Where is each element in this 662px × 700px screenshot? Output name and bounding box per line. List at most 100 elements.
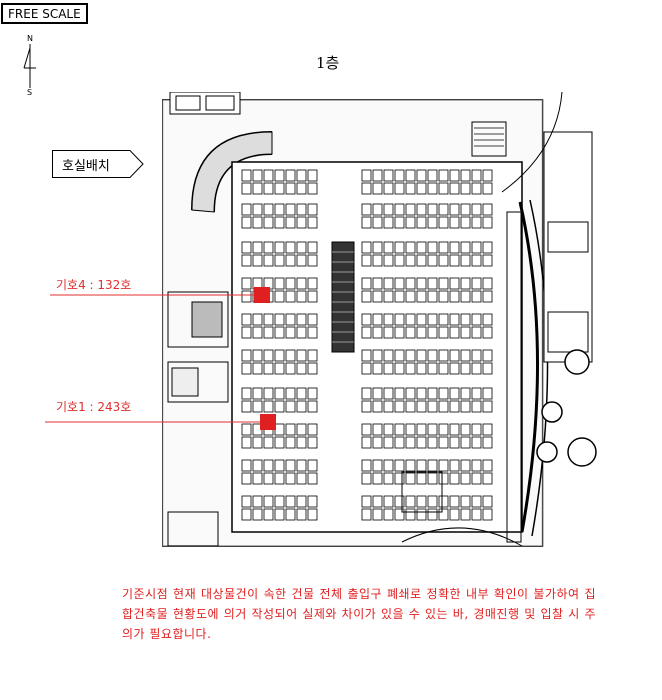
stall-cell (241, 216, 252, 229)
stall-cell (252, 254, 263, 267)
stall-cell (438, 203, 449, 216)
stall-cell (307, 203, 318, 216)
notice-text: 기준시점 현재 대상물건이 속한 건물 전체 출입구 폐쇄로 정확한 내부 확인… (122, 587, 596, 641)
stall-cell (471, 216, 482, 229)
stall-cell (416, 459, 427, 472)
stall-cell (438, 387, 449, 400)
stall-cell (241, 290, 252, 303)
stall-cell (252, 400, 263, 413)
stall-cell (296, 241, 307, 254)
stall-cell (361, 290, 372, 303)
stall-cell (438, 349, 449, 362)
stall-cell (471, 313, 482, 326)
stall-cell (372, 508, 383, 521)
stall-cell (241, 508, 252, 521)
stall-cell (449, 423, 460, 436)
stall-cell (263, 436, 274, 449)
stall-cell (482, 387, 493, 400)
stall-cell (361, 203, 372, 216)
stall-cell (416, 241, 427, 254)
stall-cell (438, 495, 449, 508)
stall-cell (383, 313, 394, 326)
stall-cell (263, 326, 274, 339)
stall-cell (252, 387, 263, 400)
stall-cell (438, 290, 449, 303)
stall-cell (460, 203, 471, 216)
stall-cell (307, 400, 318, 413)
stall-cell (427, 423, 438, 436)
stall-cell (274, 254, 285, 267)
stall-cell (274, 290, 285, 303)
stall-cell (241, 277, 252, 290)
stall-cell (285, 436, 296, 449)
stall-cell (482, 313, 493, 326)
stall-cell (449, 313, 460, 326)
stall-cell (307, 216, 318, 229)
stall-cell (460, 387, 471, 400)
stall-cell (482, 362, 493, 375)
stall-cell (252, 326, 263, 339)
stall-cell (296, 400, 307, 413)
stall-cell (263, 254, 274, 267)
stall-cell (427, 387, 438, 400)
stall-cell (383, 436, 394, 449)
stall-cell (307, 472, 318, 485)
compass-south-label: S (27, 88, 33, 97)
stall-cell (383, 182, 394, 195)
stall-cell (438, 169, 449, 182)
stall-cell (383, 387, 394, 400)
stall-cell (449, 169, 460, 182)
stall-cell (427, 277, 438, 290)
stall-cell (241, 182, 252, 195)
stall-cell (361, 216, 372, 229)
stall-cell (307, 495, 318, 508)
stall-cell (296, 290, 307, 303)
stall-cell (394, 387, 405, 400)
stall-cell (427, 169, 438, 182)
stall-cell (482, 459, 493, 472)
stall-cell (405, 254, 416, 267)
stall-cell (449, 182, 460, 195)
stall-cell (263, 459, 274, 472)
stall-cell (285, 313, 296, 326)
stall-cell (416, 290, 427, 303)
stall-cell (241, 362, 252, 375)
stall-cell (394, 436, 405, 449)
stall-cell (383, 203, 394, 216)
stall-cell (285, 387, 296, 400)
stall-cell (307, 387, 318, 400)
stall-cell (427, 495, 438, 508)
stall-cell (361, 349, 372, 362)
stall-cell (372, 423, 383, 436)
stall-cell (438, 459, 449, 472)
stall-cell (372, 203, 383, 216)
stall-cell (263, 349, 274, 362)
stall-cell (405, 362, 416, 375)
stall-cell (274, 459, 285, 472)
stall-cell (405, 290, 416, 303)
stall-cell (460, 254, 471, 267)
stall-cell (274, 423, 285, 436)
stall-cell (296, 169, 307, 182)
stall-cell (471, 495, 482, 508)
stall-cell (252, 508, 263, 521)
stall-cell (471, 203, 482, 216)
stall-cell (482, 277, 493, 290)
stall-cell (274, 472, 285, 485)
stall-cell (383, 495, 394, 508)
stall-cell (427, 241, 438, 254)
stall-cell (482, 423, 493, 436)
stall-cell (482, 182, 493, 195)
stall-cell (274, 313, 285, 326)
stall-cell (438, 400, 449, 413)
stall-cell (460, 423, 471, 436)
stall-cell (263, 387, 274, 400)
stall-cell (482, 508, 493, 521)
stall-cell (427, 508, 438, 521)
stall-cell (307, 182, 318, 195)
stall-cell (471, 169, 482, 182)
stall-cell (274, 326, 285, 339)
stall-cell (263, 216, 274, 229)
stall-cell (482, 400, 493, 413)
stall-cell (460, 326, 471, 339)
